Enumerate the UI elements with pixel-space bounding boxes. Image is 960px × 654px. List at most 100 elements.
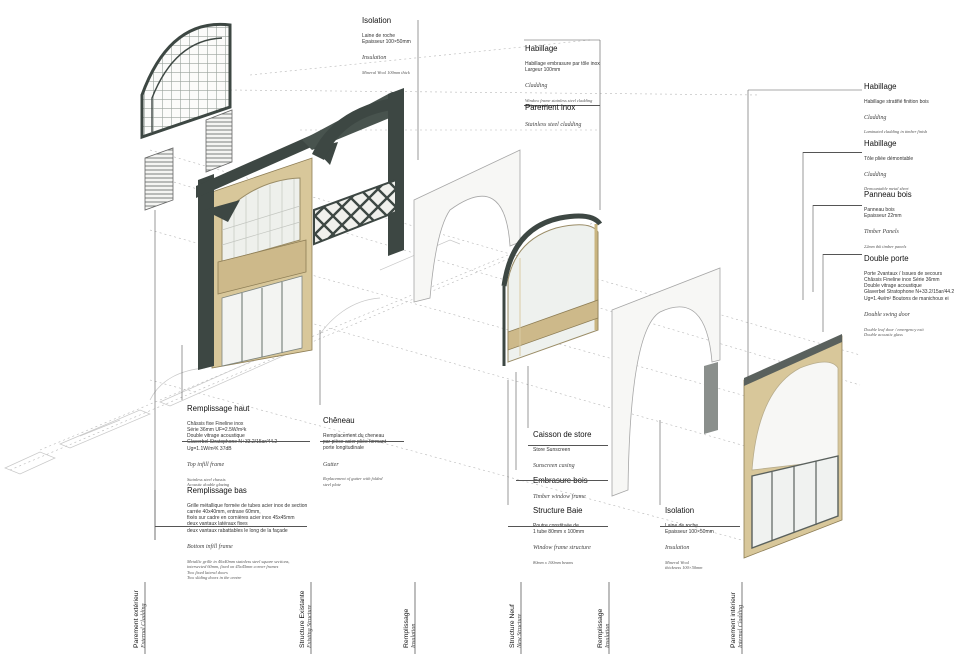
column-en: Insulation [605, 623, 611, 648]
column-fr: Structure Neuf [509, 604, 516, 648]
note-en-detail: Double leaf door / emergency exit Double… [864, 326, 924, 338]
note-structure-baie: Structure Baie Poutre constituée de 1 tu… [533, 500, 643, 572]
note-en: Sunscreen casing [533, 463, 575, 470]
note-en-detail: Demountable metal sheet [864, 186, 909, 192]
column-fr: Structure Existante [299, 590, 306, 648]
note-title: Panneau bois [864, 190, 912, 200]
note-caisson: Caisson de store Store Sunscreen Sunscre… [533, 424, 643, 476]
louvered-leaves [144, 109, 233, 211]
note-en: Gutter [323, 461, 339, 468]
rule [813, 205, 862, 206]
note-en: Cladding [864, 172, 887, 179]
note-title: Caisson de store [533, 430, 592, 440]
rule [524, 105, 600, 106]
note-en: Stainless steel cladding [525, 121, 582, 128]
insulation-arch-wall [413, 149, 521, 303]
note-title: Habillage [864, 139, 897, 149]
note-en-detail: Metallic grille in 40x40mm stainless ste… [187, 558, 290, 581]
note-title: Habillage [525, 44, 558, 54]
note-isolation-top: Isolation Laine de roche Epaisseur 100×5… [362, 10, 512, 82]
note-fr: Habillage stratifié finition bois [864, 98, 929, 105]
note-title: Embrasure bois [533, 476, 588, 486]
note-en: Bottom infill frame [187, 544, 233, 551]
note-en-detail: Mineral Wool 100mm thick [362, 69, 410, 75]
note-parement-inox: Parement inox Stainless steel cladding [525, 97, 675, 135]
note-en-detail: 80mm x 100mm beams [533, 559, 574, 565]
note-fr: Grille métallique formée de tubes acier … [187, 502, 308, 534]
rule [320, 441, 404, 442]
note-fr: Remplacement du cheneau par pièce acier … [323, 432, 387, 452]
rule [660, 526, 740, 527]
note-en: Insulation [362, 55, 387, 62]
note-title: Remplissage bas [187, 486, 247, 496]
note-panneau-bois: Panneau bois Panneau bois Epaisseur 22mm… [864, 184, 960, 256]
column-separators [144, 582, 743, 654]
rule [508, 526, 608, 527]
internal-cladding-panel [743, 334, 843, 559]
note-habillage-tole: Habillage Tôle pliée démontable Cladding… [864, 133, 960, 198]
note-en: Window frame structure [533, 545, 591, 552]
column-en: Insulation [411, 623, 417, 648]
projection-lines [9, 39, 861, 546]
note-en: Double swing door [864, 312, 911, 319]
note-en: Cladding [864, 115, 887, 122]
note-en: Top infill frame [187, 462, 225, 469]
column-en: Existing Structure [307, 604, 313, 648]
note-fr: Tôle pliée démontable [864, 155, 914, 162]
leader-lines [154, 20, 862, 540]
note-fr: Laine de roche Epaisseur 100×50mm [362, 32, 411, 45]
note-fr: Store Sunscreen [533, 446, 571, 453]
note-en: Cladding [525, 83, 548, 90]
note-title: Isolation [665, 506, 695, 516]
note-en-detail: Replacement of gutter with folded steel … [323, 476, 383, 487]
note-title: Isolation [362, 16, 392, 26]
note-en-detail: Mineral Wool thickness 100×50mm [665, 559, 703, 571]
rule [182, 441, 310, 442]
new-structure-bay [501, 213, 603, 366]
note-fr: Châssis fixe Fineline inox Série 36mm UF… [187, 420, 278, 452]
rule [803, 152, 862, 153]
rule [516, 480, 608, 481]
note-double-porte: Double porte Porte 2vantaux / Issues de … [864, 248, 960, 344]
column-fr: Parement extérieur [133, 590, 140, 648]
arched-grille [140, 22, 232, 140]
note-title: Structure Baie [533, 506, 583, 516]
note-title: Chêneau [323, 416, 355, 426]
note-en: Timber Panels [864, 229, 899, 236]
note-title: Remplissage haut [187, 404, 250, 414]
note-remplissage-haut: Remplissage haut Châssis fixe Fineline i… [187, 398, 307, 494]
note-en-detail: Stainless steel chassis Acoustic double … [187, 476, 230, 488]
column-en: New Structure [517, 613, 523, 648]
column-fr: Remplissage [597, 608, 604, 648]
column-fr: Remplissage [403, 608, 410, 648]
second-insulation-wall [611, 267, 721, 497]
column-en: External Cladding [141, 603, 147, 649]
rule [528, 445, 608, 446]
note-remplissage-bas: Remplissage bas Grille métallique formée… [187, 480, 357, 587]
note-title: Double porte [864, 254, 909, 264]
rule [823, 254, 862, 255]
note-fr: Porte 2vantaux / Issues de secours Châss… [864, 270, 955, 302]
note-en-detail: 22mm thk timber panels [864, 243, 907, 249]
note-habillage-bois: Habillage Habillage stratifié finition b… [864, 76, 960, 141]
note-fr: Laine de roche Epaisseur 100×50mm [665, 522, 714, 535]
note-title: Parement inox [525, 103, 576, 113]
note-isolation-bottom: Isolation Laine de roche Epaisseur 100×5… [665, 500, 775, 577]
note-fr: Panneau bois Epaisseur 22mm [864, 206, 902, 219]
note-en: Insulation [665, 545, 690, 552]
note-en: Timber window frame [533, 493, 586, 500]
note-title: Habillage [864, 82, 897, 92]
column-en: Internal Cladding [738, 604, 744, 648]
rule [155, 526, 307, 527]
note-en-detail: Laminated cladding in timber finish [864, 129, 928, 135]
column-fr: Parement intérieur [730, 592, 737, 648]
note-fr: Habillage embrasure par tôle inox Largeu… [525, 60, 600, 73]
